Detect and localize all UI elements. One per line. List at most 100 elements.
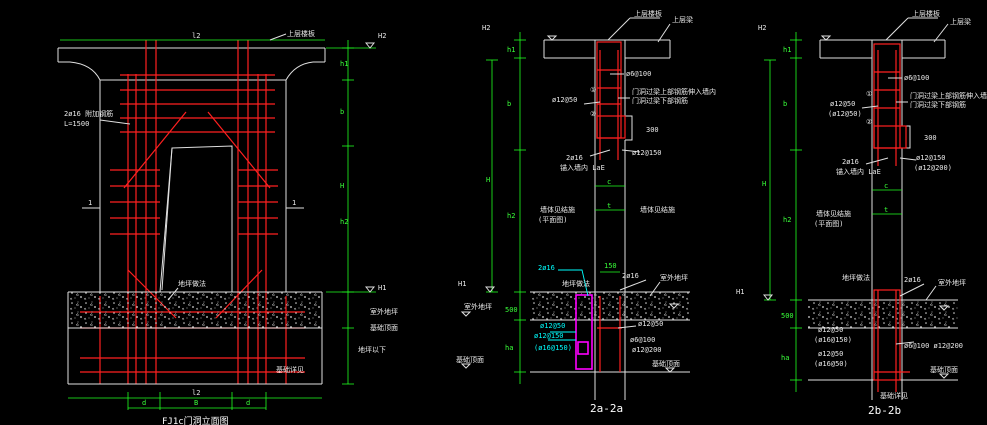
secb-dim-h1: h1 <box>783 46 791 54</box>
secb-bar-left-3: ø12@50 <box>818 350 843 358</box>
elev-vertical-rebars <box>99 40 287 384</box>
elev-door-leaf <box>161 147 173 291</box>
seca-anchor-note: 锚入墙内 LaE <box>560 163 605 172</box>
seca-bar-note: 2ø16 <box>566 154 583 162</box>
secb-bar-left-4: (ø16@50) <box>814 360 848 368</box>
elev-bottom-note: 基础详见 <box>276 365 304 374</box>
seca-bar-right-2: ø12@50 <box>638 320 663 328</box>
secb-dim-b: b <box>783 100 787 108</box>
seca-top-label-2: 上层梁 <box>672 15 693 24</box>
seca-leaders <box>583 17 671 329</box>
seca-bar-right-3: ø6@100 <box>630 336 655 344</box>
seca-ground-concrete <box>530 292 690 320</box>
secb-top-label-2: 上层梁 <box>950 17 971 26</box>
secb-title: 2b-2b <box>868 404 901 417</box>
seca-dim-300: 300 <box>646 126 659 134</box>
seca-wall-outline <box>594 40 626 400</box>
secb-dim-c: c <box>884 182 888 190</box>
seca-dim-H: H <box>486 176 490 184</box>
elev-title: FJ1c门洞立面图 <box>162 415 229 425</box>
elevation-view: l2 l2 H2 H1 h1 b H h2 B d d 1 1 上层楼板 2ø1… <box>57 29 398 425</box>
secb-left-dim-1: 500 <box>781 312 794 320</box>
seca-left-note-2: 基础顶面 <box>456 355 484 364</box>
seca-ground-note: 地坪做法 <box>562 279 590 288</box>
secb-level-markers <box>762 35 832 301</box>
secb-bar-note: 2ø16 <box>842 158 859 166</box>
secb-bottom-note: 基础详见 <box>880 391 908 400</box>
elev-right-note-2: 基础顶面 <box>370 323 398 332</box>
seca-title: 2a-2a <box>590 402 623 415</box>
secb-level-H1: H1 <box>736 288 744 296</box>
elev-rebar-note-2: L=1500 <box>64 120 89 128</box>
secb-top-slab <box>819 39 946 59</box>
secb-lintel-note-1: 门洞过梁上部钢筋伸入墙内 <box>910 91 987 100</box>
elev-rebar-note-1: 2ø16 附加钢筋 <box>64 109 113 118</box>
secb-ground-label: 2ø16 <box>904 276 921 284</box>
seca-bar-right-1: 2ø16 <box>622 272 639 280</box>
elev-foundation-outline <box>67 292 323 385</box>
elev-section-mark-right: 1 <box>292 199 296 207</box>
seca-bar-left-2: ø12@150 <box>534 332 564 340</box>
elev-dim-d-right: d <box>246 399 250 407</box>
seca-dim-h2: h2 <box>507 212 515 220</box>
seca-level-H1: H1 <box>458 280 466 288</box>
elev-top-span: l2 <box>192 32 200 40</box>
secb-stirrup-4: ø12@150 <box>916 154 946 162</box>
seca-dim-150: 150 <box>604 262 617 270</box>
elev-dim-d-left: d <box>142 399 146 407</box>
seca-left-note-1: 室外地坪 <box>464 302 492 311</box>
seca-ground-lines <box>530 291 690 373</box>
seca-circle-1: ① <box>590 86 596 94</box>
secb-bar-left-2: (ø16@150) <box>814 336 852 344</box>
elev-ground-leader <box>167 287 179 301</box>
secb-right-note-2: 基础顶面 <box>930 365 958 374</box>
elev-haunch <box>69 61 314 81</box>
elev-dim-H: H <box>340 182 344 190</box>
elev-top-slab <box>57 47 326 63</box>
secb-dimensions <box>764 32 902 392</box>
seca-rebars <box>596 41 626 372</box>
seca-wall-note-left-2: (平面图) <box>538 216 567 224</box>
seca-cyan-leader <box>558 269 589 297</box>
secb-dim-h2: h2 <box>783 216 791 224</box>
secb-stirrup-2: ø12@50 <box>830 100 855 108</box>
seca-bar-left-3: (ø16@150) <box>534 344 572 352</box>
elev-level-H2: H2 <box>378 32 386 40</box>
elev-corner-note: 上层楼板 <box>287 29 315 38</box>
secb-wall-outline <box>871 40 903 400</box>
secb-wall-note: 墙体见结施 <box>816 209 851 218</box>
seca-dimensions <box>486 32 625 384</box>
secb-circle-1: ① <box>866 90 872 98</box>
elev-dim-h2: h2 <box>340 218 348 226</box>
seca-dim-t: t <box>607 202 611 210</box>
seca-dim-b: b <box>507 100 511 108</box>
secb-ground-note: 地坪做法 <box>842 273 870 282</box>
secb-circle-2: ② <box>866 118 872 126</box>
seca-stirrup-2: ø12@50 <box>552 96 577 104</box>
elev-dimensions <box>60 39 376 410</box>
seca-left-markers <box>460 311 472 369</box>
elev-corner-leader <box>269 33 287 41</box>
secb-dim-300: 300 <box>924 134 937 142</box>
seca-stirrup-1: ø6@100 <box>626 70 651 78</box>
seca-cyan-lines <box>548 331 576 341</box>
elev-section-mark-left: 1 <box>88 199 92 207</box>
section-a-view: 2a-2a H2 H1 h1 b H h2 c t ① ② 上层楼板 上层梁 ø… <box>456 9 716 415</box>
seca-right-markers <box>664 303 680 373</box>
elev-ground-lines <box>68 291 322 329</box>
elev-ground-note: 地坪做法 <box>178 279 206 288</box>
seca-dim-c: c <box>607 178 611 186</box>
seca-left-dim-1: 500 <box>505 306 518 314</box>
secb-right-note-1: 室外地坪 <box>938 278 966 287</box>
seca-lintel-step <box>625 115 633 141</box>
secb-top-label-1: 上层楼板 <box>912 9 940 18</box>
elev-right-note-1: 室外地坪 <box>370 307 398 316</box>
secb-stirrup-3: (ø12@50) <box>828 110 862 118</box>
secb-bar-right-1: ø6@100 ø12@200 <box>904 342 963 350</box>
elev-bottom-span: l2 <box>192 389 200 397</box>
seca-bar-right-4: ø12@200 <box>632 346 662 354</box>
secb-dim-t: t <box>884 206 888 214</box>
seca-top-slab <box>543 39 671 59</box>
secb-left-dim-2: ha <box>781 354 789 362</box>
